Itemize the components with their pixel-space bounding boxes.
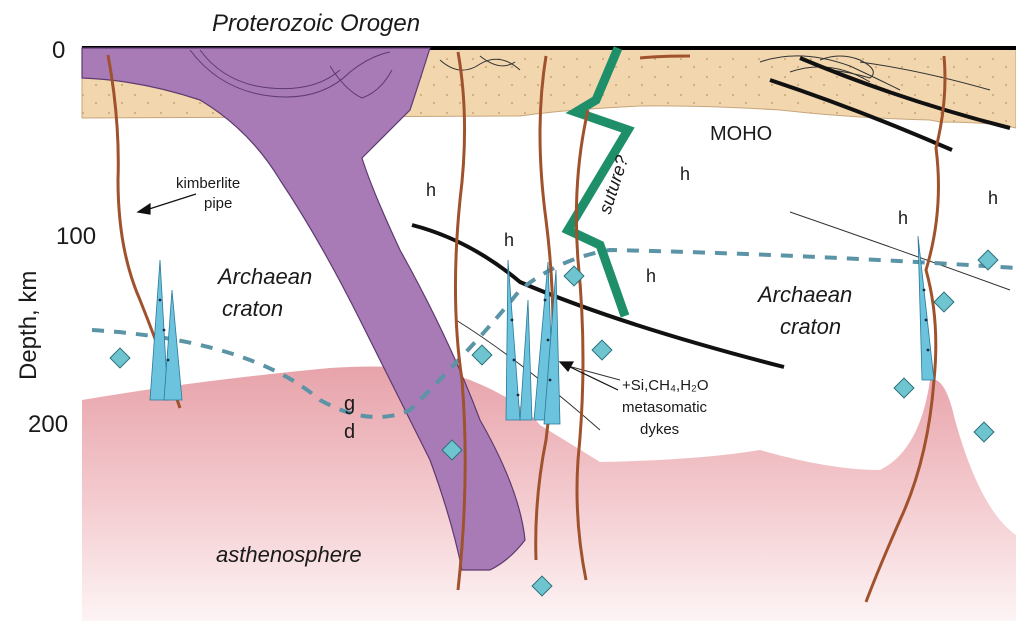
diamond-label: d [344,421,355,443]
diamond-icon [974,422,994,442]
diamond-icon [110,348,130,368]
metasomatic-label-3: dykes [640,421,679,438]
h-label: h [988,188,998,208]
axis-label: Depth, km [15,271,42,380]
h-label: h [426,180,436,200]
craton-right-label-2: craton [780,314,841,339]
diagram-title: Proterozoic Orogen [212,10,420,37]
axis-tick-0: 0 [52,37,65,64]
craton-left-label-2: craton [222,296,283,321]
craton-right-label-1: Archaean [756,282,852,307]
metasomatic-label-2: metasomatic [622,399,708,416]
diamond-icon [592,340,612,360]
graphite-label: g [344,393,355,415]
kimberlite-label-2: pipe [204,195,232,212]
asthenosphere-label: asthenosphere [216,542,362,567]
h-label: h [504,230,514,250]
kimberlite-label-1: kimberlite [176,175,240,192]
craton-left-label-1: Archaean [216,264,312,289]
metasomatic-label-1: +Si,CH₄,H₂O [622,377,709,394]
axis-tick-100: 100 [56,223,96,250]
h-label: h [680,164,690,184]
diamond-icon [472,345,492,365]
diamond-icon [894,378,914,398]
h-label: h [898,208,908,228]
h-label: h [646,266,656,286]
diamond-icon [934,292,954,312]
axis-tick-200: 200 [28,411,68,438]
moho-label: MOHO [710,123,772,145]
